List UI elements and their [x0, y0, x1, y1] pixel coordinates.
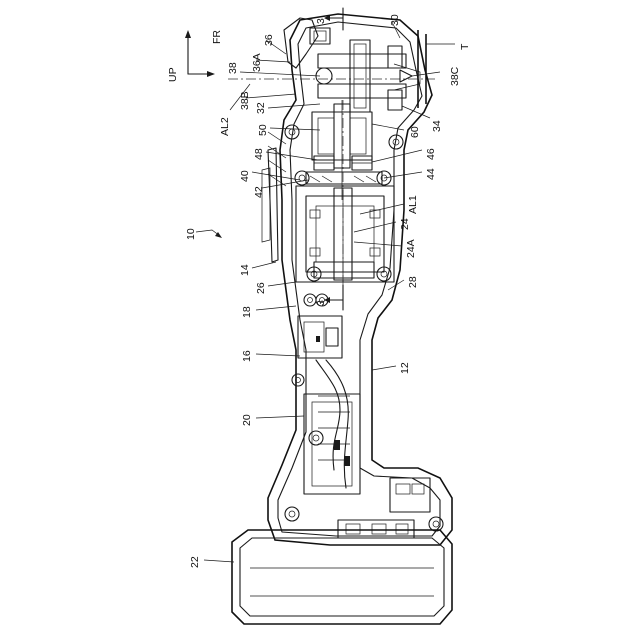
fr-label: FR — [211, 30, 223, 44]
label-50: 50 — [257, 124, 269, 136]
label-16: 16 — [241, 350, 253, 362]
label-44: 44 — [425, 168, 437, 180]
label-24: 24 — [399, 218, 411, 230]
label-26: 26 — [255, 282, 267, 294]
label-AL1: AL1 — [407, 195, 419, 214]
label-46: 46 — [425, 148, 437, 160]
label-60: 60 — [409, 126, 421, 138]
label-36A: 36A — [251, 53, 263, 72]
label-AL2: AL2 — [219, 117, 231, 136]
label-34: 34 — [431, 120, 443, 132]
label-20: 20 — [241, 414, 253, 426]
label-36: 36 — [263, 34, 275, 46]
label-22: 22 — [189, 556, 201, 568]
eccentric-assembly — [312, 100, 372, 200]
clamp-lever — [284, 18, 318, 68]
fan — [306, 172, 382, 184]
battery-terminal — [338, 478, 430, 538]
battery-pack — [232, 530, 452, 624]
controller — [304, 360, 360, 494]
label-24A: 24A — [405, 239, 417, 258]
label-38: 38 — [227, 62, 239, 74]
label-3-top: 3 — [315, 18, 327, 24]
label-28: 28 — [407, 276, 419, 288]
clamp-block — [310, 28, 330, 44]
up-label: UP — [167, 67, 179, 82]
label-18: 18 — [241, 306, 253, 318]
label-38B: 38B — [239, 91, 251, 110]
lever-detail — [268, 148, 278, 262]
label-14: 14 — [239, 264, 251, 276]
spindle-assembly — [316, 30, 426, 112]
label-3-bottom: 3 — [315, 300, 327, 306]
label-30: 30 — [389, 14, 401, 26]
label-32: 32 — [255, 102, 267, 114]
label-38C: 38C — [449, 66, 461, 86]
label-T: T — [459, 43, 471, 50]
label-40: 40 — [239, 170, 251, 182]
label-10: 10 — [185, 228, 197, 240]
label-12: 12 — [399, 362, 411, 374]
leader-lines — [196, 22, 455, 562]
switch — [298, 316, 342, 358]
label-48: 48 — [253, 148, 265, 160]
label-42: 42 — [253, 186, 265, 198]
